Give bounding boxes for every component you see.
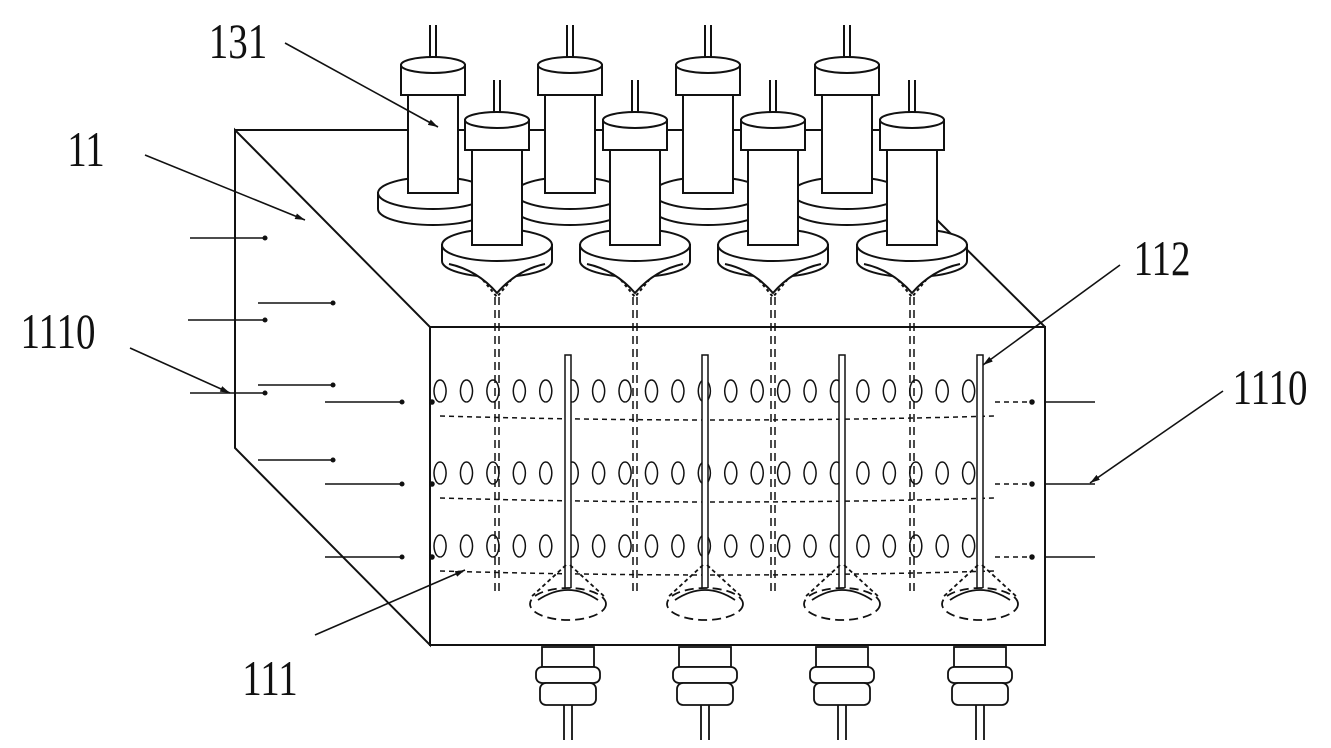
label-1110-right: 1110 (1232, 359, 1307, 415)
side-pin-dot (399, 481, 405, 487)
label-131: 131 (209, 13, 267, 69)
coil-end-dot (1029, 554, 1035, 560)
side-electrode-pins (188, 235, 405, 560)
coil-start-dot (429, 399, 435, 405)
injector-cap-top (879, 111, 945, 129)
reference-labels: 131 11 1110 112 1110 111 (20, 13, 1307, 706)
coil-back-dashed (439, 570, 996, 576)
coil-start-dot (429, 554, 435, 560)
injector-body (544, 94, 596, 194)
outlet-collar (541, 646, 595, 668)
injector-tip-dashed (482, 279, 512, 299)
outlet-ring (672, 666, 738, 684)
bottom-cone-dashed (941, 564, 1019, 599)
injector-cap-top (675, 56, 741, 74)
bottom-bowl-rim (674, 589, 736, 601)
side-pin-dot (262, 235, 268, 241)
outer-electrode-leads (1045, 401, 1095, 558)
outlet-ring (813, 682, 871, 706)
outlet-collar (953, 646, 1007, 668)
bottom-bowl (941, 587, 1019, 621)
label-111: 111 (242, 650, 298, 706)
injector-body (682, 94, 734, 194)
outlet-ring (676, 682, 734, 706)
bottom-bowl (529, 587, 607, 621)
leader-11 (144, 154, 306, 221)
injector-row-back (377, 25, 903, 226)
leader-1110-right (1089, 390, 1224, 484)
bottom-cone-dashed (803, 564, 881, 599)
inner-rod (976, 354, 984, 591)
injector-cap-top (400, 56, 466, 74)
label-1110-left: 1110 (20, 303, 95, 359)
injector-cap-top (602, 111, 668, 129)
bottom-bowl-rim (811, 589, 873, 601)
label-112: 112 (1133, 230, 1190, 286)
injector-funnel (863, 263, 961, 295)
heating-coils (429, 379, 1035, 576)
bottom-bowl (666, 587, 744, 621)
coil-start-dot (429, 481, 435, 487)
bottom-cone-dashed (666, 564, 744, 599)
coil-loops (433, 379, 976, 403)
injector-body (747, 149, 799, 246)
injector-tip-dashed (897, 279, 927, 299)
outlet-ring (947, 666, 1013, 684)
bottom-bowl-rim (949, 589, 1011, 601)
injector-body (821, 94, 873, 194)
outlet-ring (535, 666, 601, 684)
outlet-collar (678, 646, 732, 668)
side-pin-dot (399, 554, 405, 560)
bottom-bowl-rim (537, 589, 599, 601)
side-pin-dot (262, 390, 268, 396)
leader-112 (982, 264, 1121, 366)
coil-end-dot (1029, 481, 1035, 487)
coil-loops (433, 534, 976, 558)
leader-lines (129, 42, 1224, 636)
coil-back-dashed (439, 415, 996, 421)
injector-tip-dashed (758, 279, 788, 299)
outlet-ring (951, 682, 1009, 706)
injector-cap-top (537, 56, 603, 74)
injector-funnel (586, 263, 684, 295)
outlet-ring (539, 682, 597, 706)
injector-funnel (724, 263, 822, 295)
coil-end-dot (1029, 399, 1035, 405)
injector-cap-top (740, 111, 806, 129)
side-pin-dot (330, 382, 336, 388)
leader-111 (314, 569, 466, 636)
injector-body (407, 94, 459, 194)
injector-row-front (441, 80, 968, 299)
inner-rod (701, 354, 709, 591)
injector-cap-top (464, 111, 530, 129)
bottom-cone-dashed (529, 564, 607, 599)
inner-rod (838, 354, 846, 591)
injector-tip-dashed (620, 279, 650, 299)
inner-rod (564, 354, 572, 591)
injector-body (609, 149, 661, 246)
bottom-outlets (529, 564, 1019, 740)
bottom-bowl (803, 587, 881, 621)
injector-cap-top (814, 56, 880, 74)
coil-loops (433, 461, 976, 485)
injector-body (471, 149, 523, 246)
injector-funnel (448, 263, 546, 295)
injector-body (886, 149, 938, 246)
side-pin-dot (399, 399, 405, 405)
coil-back-dashed (439, 497, 996, 503)
outlet-collar (815, 646, 869, 668)
leader-1110-left (129, 347, 231, 394)
label-11: 11 (67, 121, 105, 177)
side-pin-dot (330, 457, 336, 463)
outlet-ring (809, 666, 875, 684)
side-pin-dot (330, 300, 336, 306)
side-pin-dot (262, 317, 268, 323)
leader-131 (284, 42, 439, 128)
